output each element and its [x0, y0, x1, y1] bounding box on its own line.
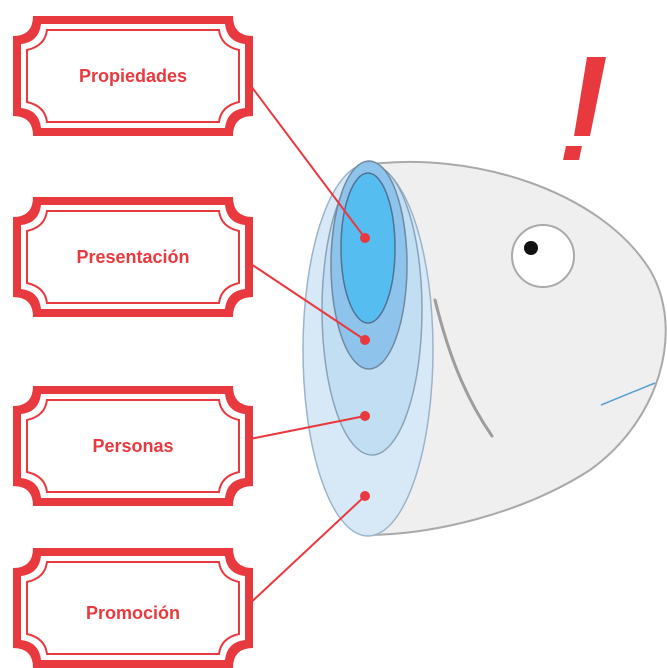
label-propiedades-text: Propiedades	[79, 66, 187, 86]
connector-propiedades	[245, 78, 365, 238]
label-presentacion-text: Presentación	[76, 247, 189, 267]
exclamation-mark-icon	[563, 57, 606, 160]
label-presentacion: Presentación	[13, 197, 253, 317]
layer-inner	[341, 173, 395, 323]
label-personas: Personas	[13, 386, 253, 506]
label-personas-text: Personas	[92, 436, 173, 456]
label-promocion: Promoción	[13, 548, 253, 668]
label-promocion-text: Promoción	[86, 603, 180, 623]
label-propiedades: Propiedades	[13, 16, 253, 136]
connector-promocion	[245, 496, 365, 608]
eye-icon	[512, 225, 574, 287]
